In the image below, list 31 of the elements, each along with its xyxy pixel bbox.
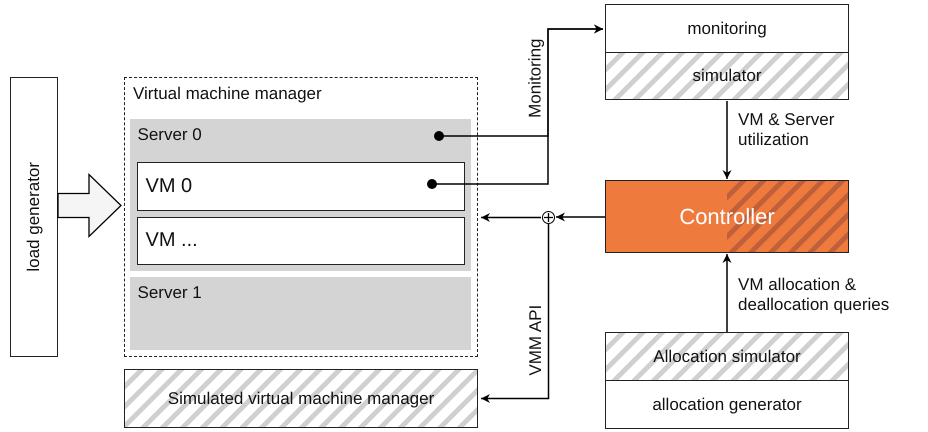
generator-box <box>10 77 58 357</box>
node-label: allocation generator <box>652 394 802 414</box>
node-label: Server 1 <box>138 282 202 302</box>
arrow <box>481 213 541 222</box>
simulated-manager-box <box>124 369 478 428</box>
simulator-box <box>605 52 849 100</box>
server-panel <box>130 276 470 350</box>
node-label: Simulated virtual machine manager <box>168 388 434 408</box>
arrow <box>427 24 603 189</box>
node-label: VM ... <box>146 229 198 252</box>
server-panel <box>130 118 470 270</box>
node-label: Server 0 <box>138 124 202 144</box>
arrow <box>722 254 732 332</box>
manager-container <box>124 77 478 357</box>
arrow <box>556 212 605 222</box>
node-label: monitoring <box>687 18 767 38</box>
monitoring-box <box>605 4 849 52</box>
simulator-box <box>605 332 849 381</box>
arrow <box>722 101 732 179</box>
block-arrow <box>57 172 122 238</box>
node-label: load generator <box>24 162 44 272</box>
node-label: VM 0 <box>146 174 192 198</box>
arrow <box>481 224 550 403</box>
generator-box <box>605 381 849 429</box>
controller-box <box>605 180 849 253</box>
vm-box <box>136 162 464 210</box>
node-label: Virtual machine manager <box>133 84 322 104</box>
node-label: Controller <box>679 204 775 230</box>
vm-box <box>136 216 464 264</box>
node-label: Allocation simulator <box>653 346 801 366</box>
node-label: simulator <box>692 66 762 86</box>
